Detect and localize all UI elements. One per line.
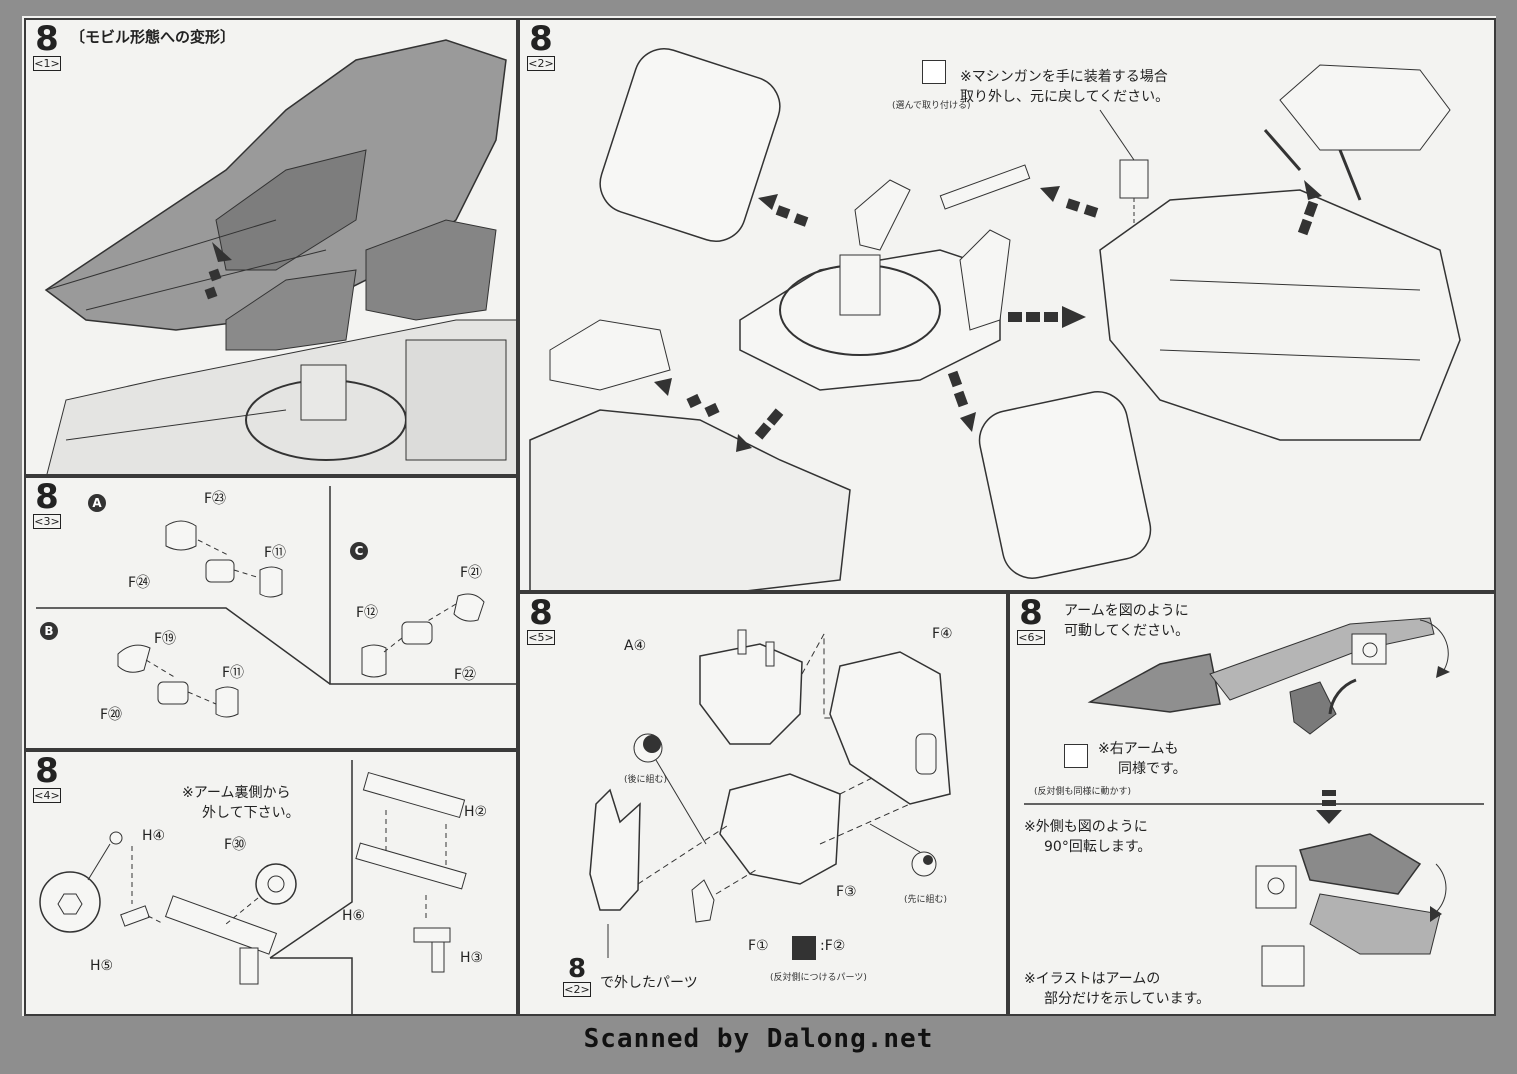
part-label: F⑪ bbox=[222, 665, 245, 681]
panel-step-8-1: 8<1> 〔モビル形態への変形〕 bbox=[24, 18, 518, 476]
right-arm-caption: (反対側も同様に動かす) bbox=[1034, 787, 1132, 797]
part-label: :F② bbox=[820, 938, 846, 954]
part-label: H② bbox=[464, 804, 488, 820]
select-attach-icon bbox=[922, 60, 946, 84]
mirror-icon bbox=[1064, 744, 1088, 768]
part-label: A④ bbox=[624, 638, 647, 654]
reference-step-text: で外したパーツ bbox=[600, 975, 698, 991]
assemble-after-caption: (後に組む) bbox=[624, 775, 668, 785]
part-label: F㉚ bbox=[224, 837, 247, 853]
outer-rotate-note-line2: 90°回転します。 bbox=[1044, 839, 1152, 855]
step-number: 8<3> bbox=[33, 477, 61, 529]
part-label: F⑫ bbox=[356, 605, 379, 621]
part-label: F⑳ bbox=[100, 707, 123, 723]
step-number: 8<4> bbox=[33, 751, 61, 803]
panel-step-8-3: 8<3> A B C F㉓ F⑪ F㉔ F⑲ F⑪ F⑳ F㉑ F⑫ F㉒ bbox=[24, 476, 518, 750]
part-label: F㉒ bbox=[454, 667, 477, 683]
opposite-side-caption: (反対側につけるパーツ) bbox=[770, 973, 867, 983]
panel-step-8-6: 8<6> アームを図のように 可動してください。 ※右アームも 同様です。 (反… bbox=[1008, 592, 1496, 1016]
panel-step-8-5: 8<5> A④ F④ F③ F① :F② (反対側につけるパーツ) (後に組む)… bbox=[518, 592, 1008, 1016]
right-arm-note-line1: ※右アームも bbox=[1098, 741, 1179, 757]
part-label: F④ bbox=[932, 626, 953, 642]
group-b-badge: B bbox=[40, 622, 58, 640]
step-number: 8<2> bbox=[527, 19, 555, 71]
group-c-badge: C bbox=[350, 542, 368, 560]
panel-step-8-4: 8<4> ※アーム裏側から 外して下さい。 H④ F㉚ H⑤ H② H⑥ H③ bbox=[24, 750, 518, 1016]
machinegun-note-line2: 取り外し、元に戻してください。 bbox=[960, 89, 1170, 105]
assemble-before-caption: (先に組む) bbox=[904, 895, 948, 905]
machinegun-assembly-illustration bbox=[39, 760, 467, 1014]
part-label: F㉑ bbox=[460, 565, 483, 581]
scan-credit: Scanned by Dalong.net bbox=[583, 1024, 934, 1054]
arm-back-note-line1: ※アーム裏側から bbox=[182, 785, 291, 801]
part-label: H③ bbox=[460, 950, 484, 966]
step-number: 8<1> bbox=[33, 19, 61, 71]
part-label: H④ bbox=[142, 828, 166, 844]
arm-move-note-line1: アームを図のように bbox=[1064, 603, 1189, 619]
reference-step: 8<2> bbox=[563, 954, 591, 997]
part-label: F③ bbox=[836, 884, 857, 900]
panel-step-8-2: 8<2> (選んで取り付ける) ※マシンガンを手に装着する場合 取り外し、元に戻… bbox=[518, 18, 1496, 592]
part-label: F⑪ bbox=[264, 545, 287, 561]
mobile-form-illustration bbox=[44, 39, 516, 474]
arm-move-note-line2: 可動してください。 bbox=[1064, 623, 1190, 639]
part-label: H⑤ bbox=[90, 958, 114, 974]
part-label: H⑥ bbox=[342, 908, 366, 924]
arm-movement-illustration bbox=[1024, 617, 1484, 987]
part-label: F⑲ bbox=[154, 631, 177, 647]
part-label: F㉔ bbox=[128, 575, 151, 591]
outer-rotate-note-line1: ※外側も図のように bbox=[1024, 819, 1148, 835]
illustration-note-line1: ※イラストはアームの bbox=[1024, 971, 1161, 987]
part-label: F① bbox=[748, 938, 769, 954]
disassembly-illustration bbox=[529, 48, 1461, 590]
icon-caption: (選んで取り付ける) bbox=[892, 101, 971, 111]
machinegun-note-line1: ※マシンガンを手に装着する場合 bbox=[960, 69, 1168, 85]
step-number: 8<5> bbox=[527, 593, 555, 645]
group-a-badge: A bbox=[88, 494, 106, 512]
step-number: 8<6> bbox=[1017, 593, 1045, 645]
opposite-side-icon bbox=[792, 936, 816, 960]
hand-parts-illustration bbox=[36, 486, 516, 718]
right-arm-note-line2: 同様です。 bbox=[1118, 761, 1187, 777]
illustration-note-line2: 部分だけを示しています。 bbox=[1044, 991, 1211, 1007]
part-assembly-illustration bbox=[589, 629, 951, 958]
part-label: F㉓ bbox=[204, 491, 227, 507]
panel-title: 〔モビル形態への変形〕 bbox=[70, 28, 236, 46]
arm-back-note-line2: 外して下さい。 bbox=[202, 805, 300, 821]
